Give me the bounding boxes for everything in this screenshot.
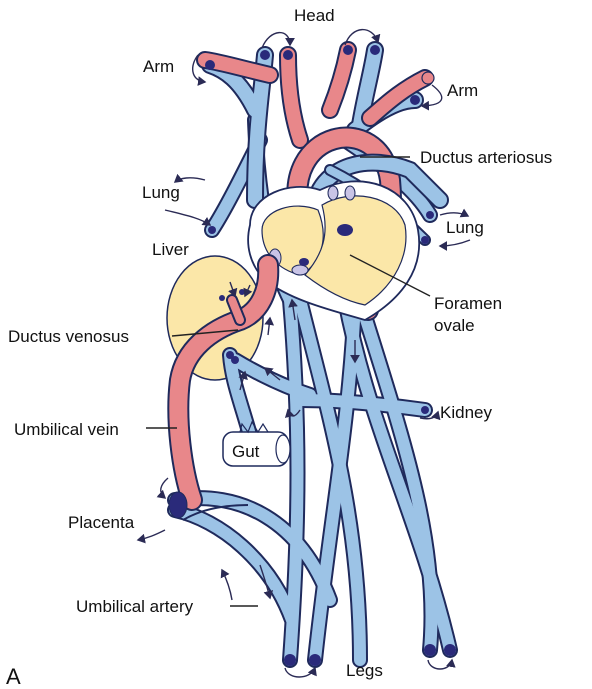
label-lung-right: Lung xyxy=(446,218,484,237)
gut-organ xyxy=(222,420,291,467)
placenta-organ xyxy=(168,491,249,521)
leader-lines xyxy=(146,156,431,607)
label-placenta: Placenta xyxy=(68,513,135,532)
label-arm-left: Arm xyxy=(143,57,174,76)
label-kidney: Kidney xyxy=(440,403,492,422)
panel-letter: A xyxy=(6,664,21,689)
label-umbilical-artery: Umbilical artery xyxy=(76,597,194,616)
label-ductus-arteriosus: Ductus arteriosus xyxy=(420,148,552,167)
lower-vessels xyxy=(167,112,458,668)
label-liver: Liver xyxy=(152,240,189,259)
heart xyxy=(247,180,421,321)
label-ductus-venosus: Ductus venosus xyxy=(8,327,129,346)
vessel-end-caps xyxy=(205,45,456,666)
label-legs: Legs xyxy=(346,661,383,680)
label-arm-right: Arm xyxy=(447,81,478,100)
flow-arrows xyxy=(136,28,471,678)
label-foramen-ovale-1: Foramen xyxy=(434,294,502,313)
label-head: Head xyxy=(294,6,335,25)
label-foramen-ovale-2: ovale xyxy=(434,316,475,335)
label-lung-left: Lung xyxy=(142,183,180,202)
label-gut: Gut xyxy=(232,442,260,461)
label-umbilical-vein: Umbilical vein xyxy=(14,420,119,439)
